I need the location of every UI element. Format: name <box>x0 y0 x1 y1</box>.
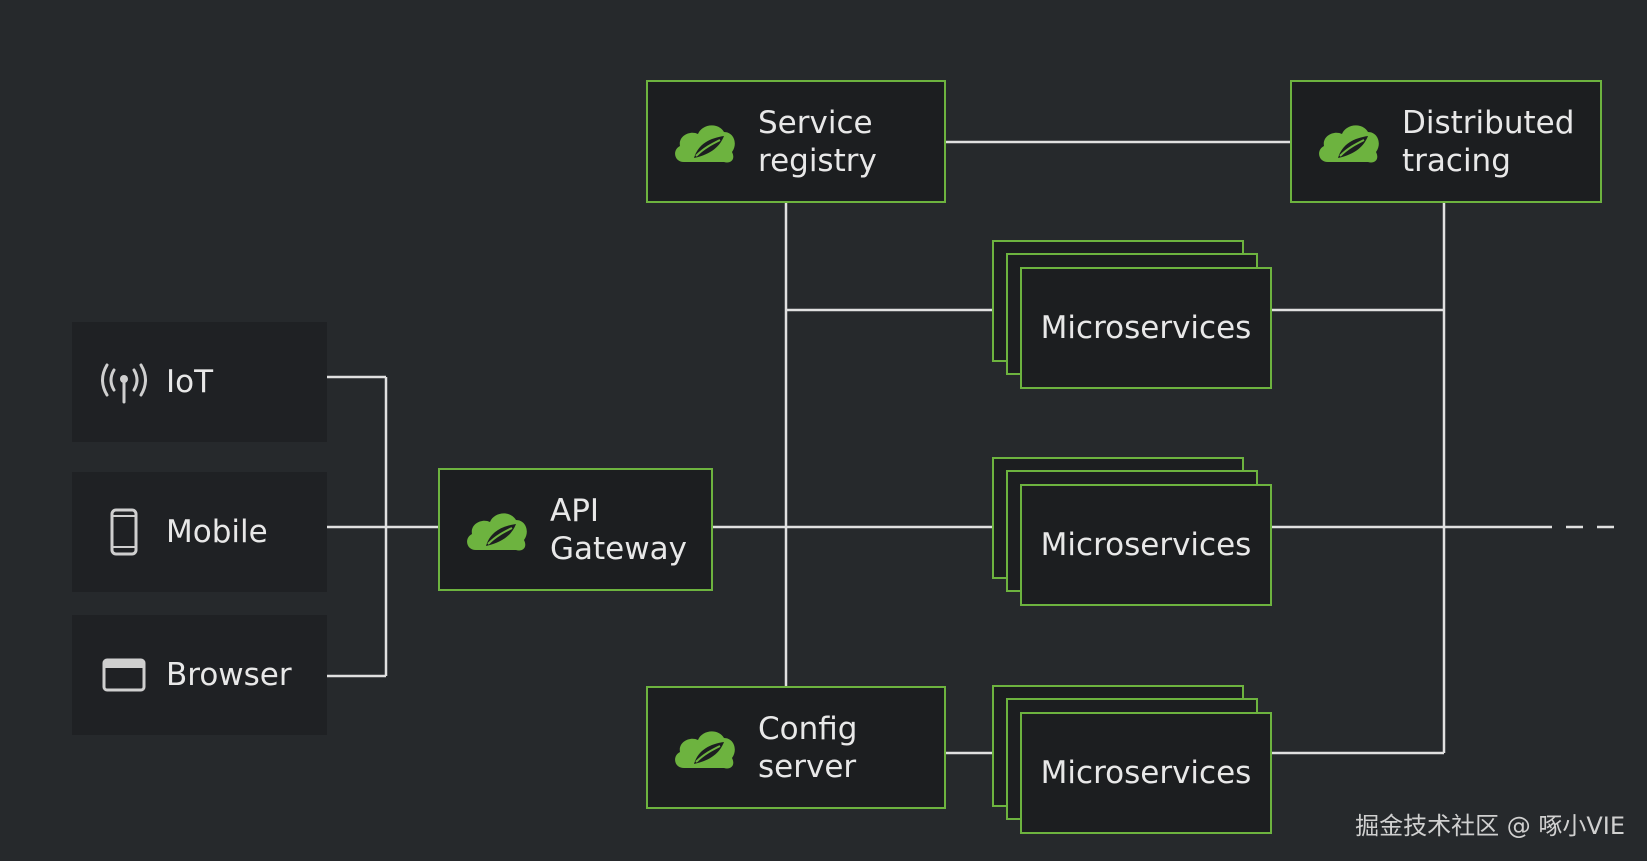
browser-window-icon <box>96 647 152 703</box>
client-browser: Browser <box>72 615 327 735</box>
microservices-box: Microservices <box>1020 712 1272 834</box>
microservices-box: Microservices <box>1020 484 1272 606</box>
tracing-label-line1: Distributed <box>1402 104 1575 141</box>
service-registry-box: Service registry <box>646 80 946 203</box>
config-label-line2: server <box>758 748 857 785</box>
client-label: IoT <box>166 364 214 400</box>
client-iot: IoT <box>72 322 327 442</box>
microservices-label: Microservices <box>1040 755 1252 791</box>
spring-cloud-leaf-icon <box>675 730 735 769</box>
api-gateway-box: API Gateway <box>438 468 713 591</box>
registry-label-line2: registry <box>758 142 877 179</box>
watermark: 掘金技术社区 @ 啄小VIE <box>1355 812 1625 840</box>
distributed-tracing-box: Distributed tracing <box>1290 80 1602 203</box>
microservices-label: Microservices <box>1040 310 1252 346</box>
client-label: Browser <box>166 657 292 693</box>
client-label: Mobile <box>166 514 268 550</box>
registry-label-line1: Service <box>758 104 873 141</box>
antenna-icon <box>96 354 152 410</box>
microservices-box: Microservices <box>1020 267 1272 389</box>
mobile-phone-icon <box>96 504 152 560</box>
tracing-label-line2: tracing <box>1402 142 1511 179</box>
client-mobile: Mobile <box>72 472 327 592</box>
gateway-label-line2: Gateway <box>550 530 687 567</box>
config-label-line1: Config <box>758 710 858 747</box>
gateway-label-line1: API <box>550 492 600 529</box>
spring-cloud-leaf-icon <box>675 124 735 163</box>
spring-cloud-leaf-icon <box>467 512 527 551</box>
microservices-label: Microservices <box>1040 527 1252 563</box>
spring-cloud-leaf-icon <box>1319 124 1379 163</box>
config-server-box: Config server <box>646 686 946 809</box>
